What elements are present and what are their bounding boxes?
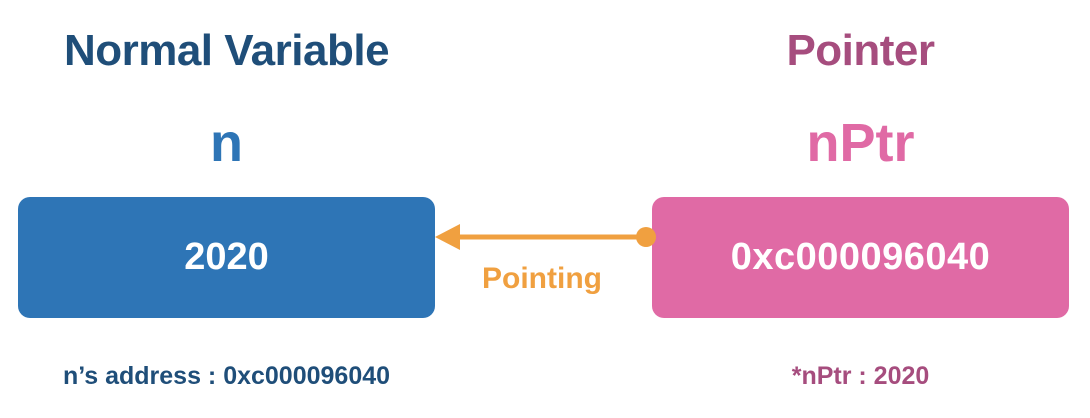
pointer-caption: *nPtr : 2020 xyxy=(791,362,930,390)
normal-variable-value: 2020 xyxy=(184,236,269,278)
pointer-heading: Pointer xyxy=(786,26,935,75)
normal-variable-caption: n’s address : 0xc000096040 xyxy=(62,362,391,390)
pointer-name: nPtr xyxy=(806,113,915,173)
pointing-arrow-origin-dot xyxy=(636,227,656,247)
pointing-label: Pointing xyxy=(482,262,602,295)
pointer-value: 0xc000096040 xyxy=(730,236,991,278)
pointing-arrow-head xyxy=(435,224,460,250)
pointer-box: 0xc000096040 xyxy=(652,197,1069,318)
normal-variable-name: n xyxy=(210,113,243,173)
normal-variable-box: 2020 xyxy=(18,197,435,318)
normal-variable-heading: Normal Variable xyxy=(63,26,390,75)
